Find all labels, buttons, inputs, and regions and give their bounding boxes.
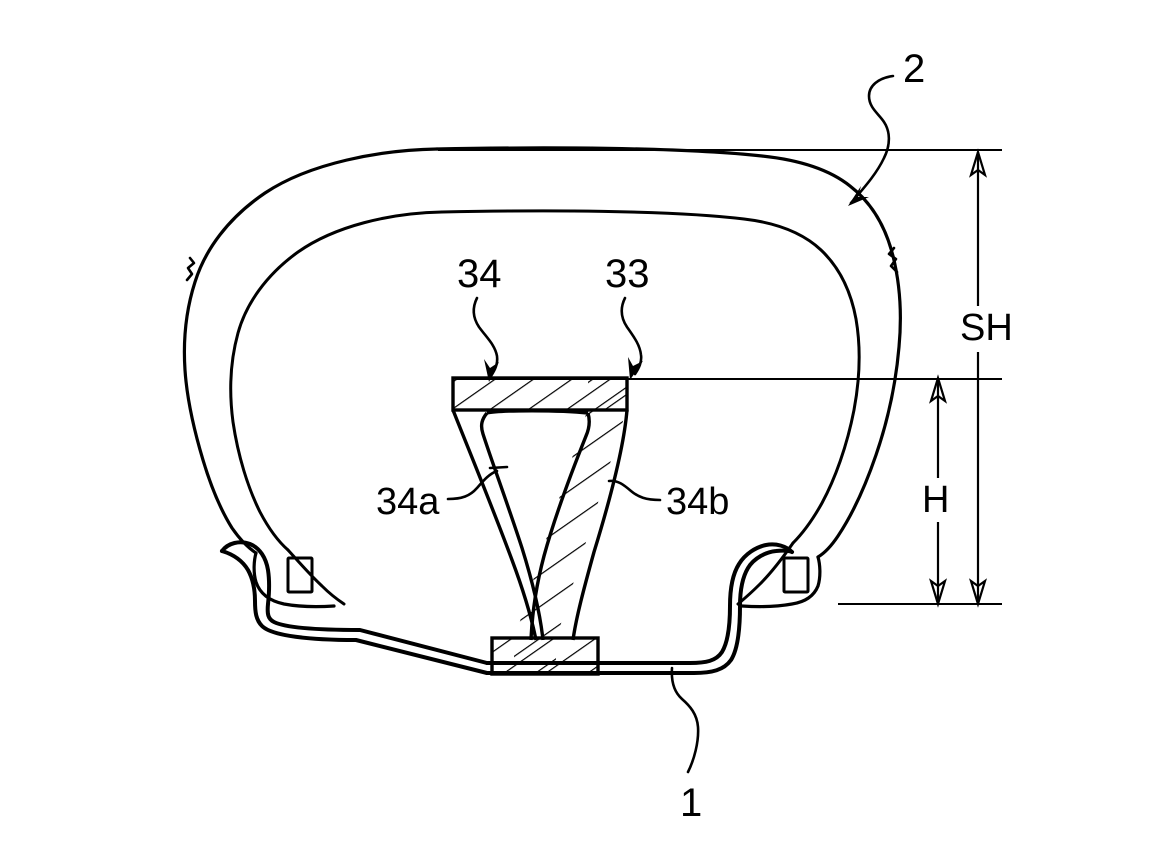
leader-label-34: 34	[457, 252, 502, 382]
dimension-SH: SH	[958, 148, 1014, 608]
label-34b-text: 34b	[666, 481, 729, 523]
tire-outer-contour	[182, 146, 902, 559]
leader-label-2: 2	[848, 47, 925, 206]
wheel-rim	[220, 540, 794, 675]
leader-label-34a: 34a	[376, 465, 509, 523]
bead-region-right	[736, 541, 822, 609]
label-1-text: 1	[680, 781, 702, 825]
extension-lines	[438, 149, 1002, 605]
label-2-text: 2	[903, 47, 925, 91]
support-base	[490, 636, 600, 676]
dimension-H-label: H	[922, 479, 949, 521]
support-leg-right-outer	[571, 409, 629, 641]
label-33-text: 33	[605, 252, 650, 296]
leader-label-33: 33	[605, 252, 650, 380]
bead-core-left	[286, 556, 314, 594]
dimension-H: H	[920, 374, 956, 608]
label-34-text: 34	[457, 252, 502, 296]
support-body	[451, 376, 629, 676]
leader-label-34b: 34b	[607, 479, 729, 523]
support-fork-inner-edge	[486, 409, 589, 415]
label-34a-text: 34a	[376, 481, 440, 523]
bead-core-right	[782, 556, 810, 594]
tire-inner-contour	[229, 209, 861, 552]
bead-region-left	[252, 548, 346, 609]
leader-label-1: 1	[670, 666, 702, 825]
support-leg-left-outer	[451, 409, 538, 641]
dimension-SH-label: SH	[960, 307, 1013, 349]
